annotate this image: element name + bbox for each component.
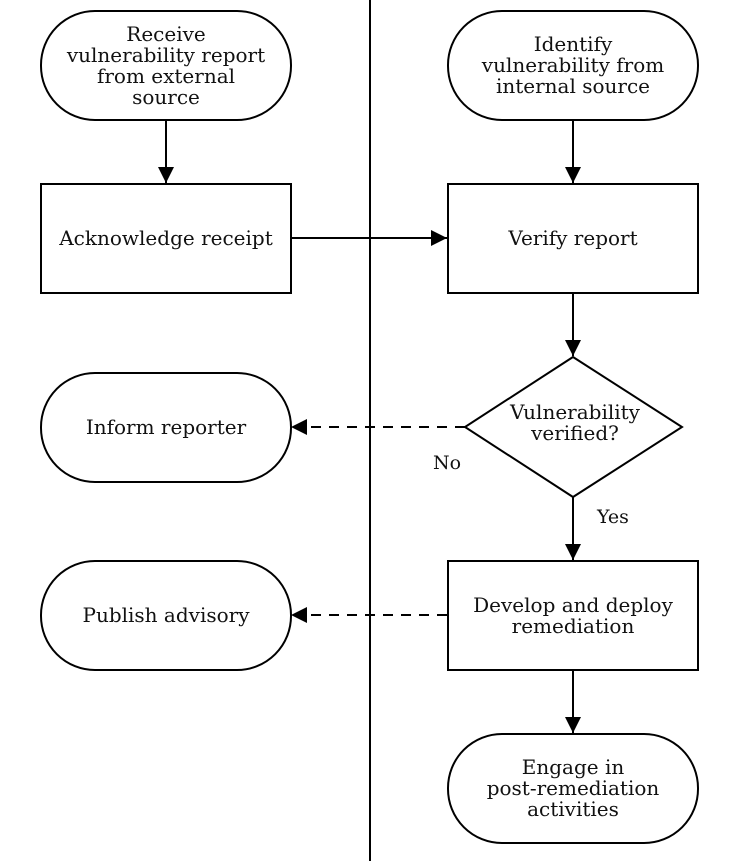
node-publish-label: Publish advisory xyxy=(82,603,250,627)
node-develop-remediation: Develop and deploy remediation xyxy=(447,560,699,671)
decision-label: Vulnerability verified? xyxy=(468,402,682,444)
node-receive-line-4: source xyxy=(132,84,200,109)
edge-label-no: No xyxy=(433,452,462,474)
node-acknowledge-receipt: Acknowledge receipt xyxy=(40,183,292,294)
decision-line-1: Vulnerability xyxy=(510,400,640,424)
node-develop-line-2: remediation xyxy=(511,613,635,638)
node-verify-report: Verify report xyxy=(447,183,699,294)
node-identify-vulnerability: Identify vulnerability from internal sou… xyxy=(447,10,699,121)
node-receive-line-1: Receive xyxy=(126,21,206,46)
decision-line-2: verified? xyxy=(531,421,619,445)
node-identify-line-1: Identify xyxy=(533,32,613,56)
node-receive-line-3: from external xyxy=(96,63,236,88)
node-identify-line-2: vulnerability from xyxy=(481,53,665,77)
node-publish-advisory: Publish advisory xyxy=(40,560,292,671)
node-engage-line-2: post-remediation xyxy=(486,776,660,800)
node-receive-report: Receive vulnerability report from extern… xyxy=(40,10,292,121)
node-engage-post-remediation: Engage in post-remediation activities xyxy=(447,733,699,844)
node-inform-label: Inform reporter xyxy=(85,415,247,439)
node-identify-line-3: internal source xyxy=(495,74,651,98)
node-engage-line-1: Engage in xyxy=(521,755,625,779)
node-receive-line-2: vulnerability report xyxy=(66,42,266,67)
decision-diamond xyxy=(463,355,684,499)
node-inform-reporter: Inform reporter xyxy=(40,372,292,483)
edge-label-yes: Yes xyxy=(597,506,629,528)
node-acknowledge-label: Acknowledge receipt xyxy=(59,226,273,250)
node-develop-line-1: Develop and deploy xyxy=(473,592,673,617)
node-engage-line-3: activities xyxy=(527,797,619,821)
node-verify-label: Verify report xyxy=(508,226,638,250)
